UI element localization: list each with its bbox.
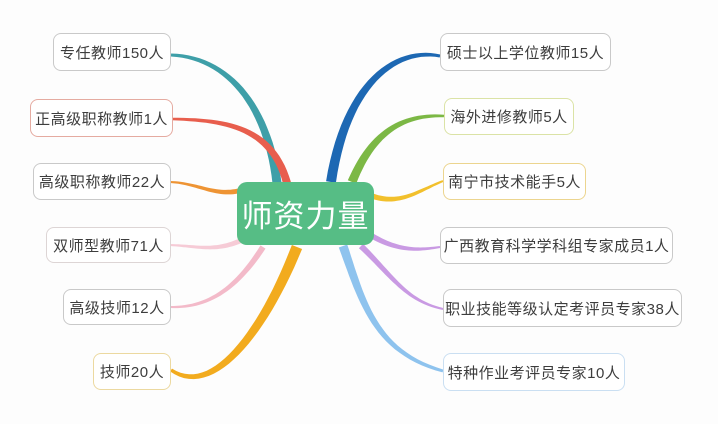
branch-dual-qualified-teachers xyxy=(170,238,241,250)
topic-box-senior-technicians[interactable]: 高级技师12人 xyxy=(63,289,171,325)
topic-box-senior-title-teachers[interactable]: 高级职称教师22人 xyxy=(33,163,171,200)
topic-label-vocational-skill-assessors: 职业技能等级认定考评员专家38人 xyxy=(445,300,680,318)
central-topic-node[interactable]: 师资力量 xyxy=(237,182,374,245)
branch-senior-title-teachers xyxy=(170,181,239,195)
topic-label-full-time-teachers: 专任教师150人 xyxy=(59,44,165,62)
branch-vocational-skill-assessors xyxy=(358,243,444,310)
topic-label-full-senior-title-teachers: 正高级职称教师1人 xyxy=(35,110,168,128)
branch-technicians xyxy=(170,245,303,380)
branch-guangxi-education-experts xyxy=(370,233,441,251)
topic-box-nanning-technical-experts[interactable]: 南宁市技术能手5人 xyxy=(443,163,586,200)
topic-box-guangxi-education-experts[interactable]: 广西教育科学学科组专家成员1人 xyxy=(440,227,673,264)
topic-label-nanning-technical-experts: 南宁市技术能手5人 xyxy=(448,174,581,191)
branch-full-time-teachers xyxy=(170,53,282,184)
topic-label-masters-degree-teachers: 硕士以上学位教师15人 xyxy=(446,44,605,62)
branch-masters-degree-teachers xyxy=(326,52,441,183)
topic-box-masters-degree-teachers[interactable]: 硕士以上学位教师15人 xyxy=(440,33,611,71)
topic-box-full-senior-title-teachers[interactable]: 正高级职称教师1人 xyxy=(30,99,173,137)
topic-label-guangxi-education-experts: 广西教育科学学科组专家成员1人 xyxy=(443,238,670,255)
topic-label-senior-title-teachers: 高级职称教师22人 xyxy=(38,174,166,191)
topic-label-technicians: 技师20人 xyxy=(99,364,165,381)
topic-box-vocational-skill-assessors[interactable]: 职业技能等级认定考评员专家38人 xyxy=(443,289,682,327)
branch-full-senior-title-teachers xyxy=(172,117,291,185)
topic-label-special-operations-assessors: 特种作业考评员专家10人 xyxy=(447,364,621,382)
topic-box-special-operations-assessors[interactable]: 特种作业考评员专家10人 xyxy=(443,353,625,391)
branch-overseas-trained-teachers xyxy=(347,114,445,184)
branch-senior-technicians xyxy=(170,245,266,309)
branch-special-operations-assessors xyxy=(338,244,444,373)
branch-nanning-technical-experts xyxy=(371,180,444,202)
central-topic-label: 师资力量 xyxy=(241,199,370,234)
topic-label-senior-technicians: 高级技师12人 xyxy=(69,299,165,317)
topic-label-dual-qualified-teachers: 双师型教师71人 xyxy=(53,237,164,255)
topic-box-full-time-teachers[interactable]: 专任教师150人 xyxy=(53,33,171,71)
topic-box-dual-qualified-teachers[interactable]: 双师型教师71人 xyxy=(46,227,171,263)
topic-box-overseas-trained-teachers[interactable]: 海外进修教师5人 xyxy=(444,98,574,135)
topic-box-technicians[interactable]: 技师20人 xyxy=(93,353,171,390)
topic-label-overseas-trained-teachers: 海外进修教师5人 xyxy=(450,109,568,126)
